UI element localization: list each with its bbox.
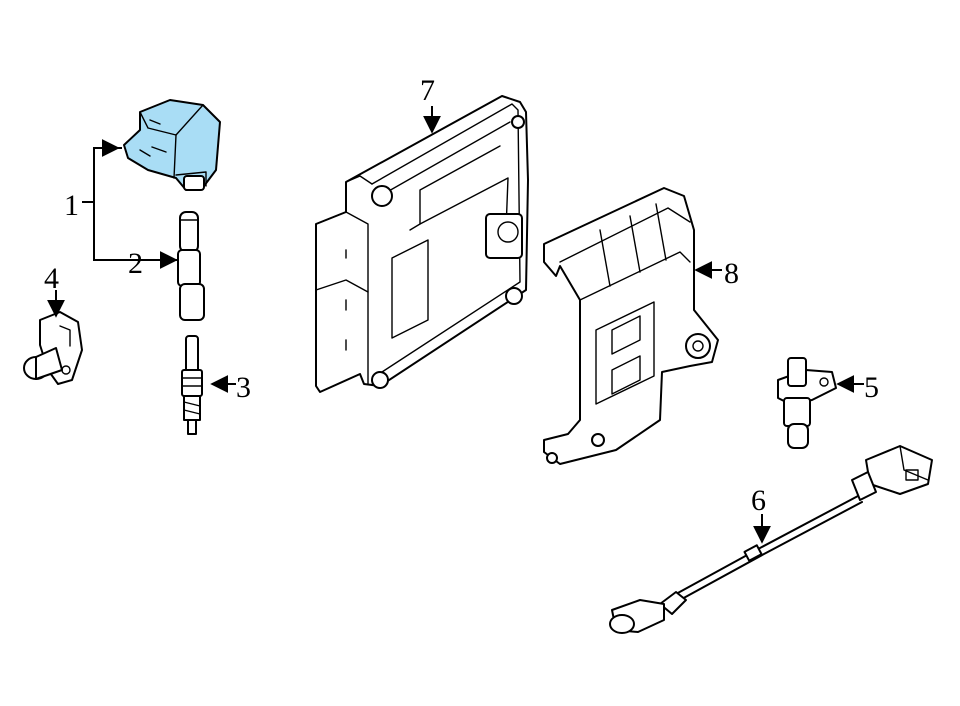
coil-boot-part[interactable] [177, 211, 205, 321]
callout-7: 7 [420, 74, 435, 107]
camshaft-sensor-part[interactable] [23, 311, 83, 385]
callout-4: 4 [44, 262, 59, 295]
callout-8: 8 [724, 257, 739, 290]
ecm-bracket-part[interactable] [543, 187, 719, 465]
callout-1: 1 [64, 189, 79, 222]
callout-2: 2 [128, 247, 143, 280]
spark-plug-part[interactable] [181, 335, 203, 435]
crankshaft-sensor-part[interactable] [777, 357, 837, 449]
callout-6: 6 [751, 484, 766, 517]
knock-sensor-part[interactable] [609, 445, 933, 634]
ignition-coil-part[interactable] [123, 99, 221, 191]
engine-control-module-part[interactable] [315, 95, 529, 393]
callout-3: 3 [236, 371, 251, 404]
callout-5: 5 [864, 371, 879, 404]
callout-bracket-1-2 [82, 139, 178, 269]
